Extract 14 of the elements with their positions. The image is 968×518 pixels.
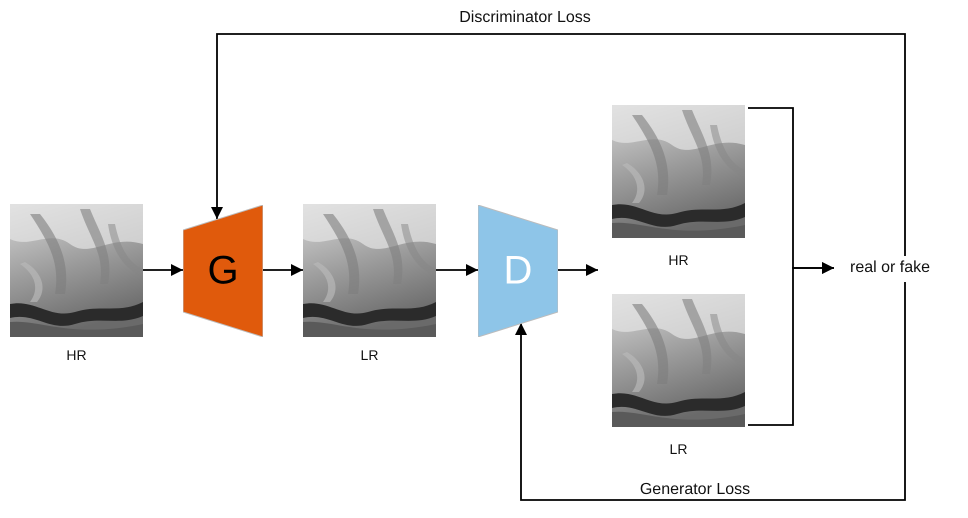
arrow xyxy=(558,264,598,276)
output-text: real or fake xyxy=(850,259,930,277)
network-letter: D xyxy=(504,248,532,294)
arrow xyxy=(748,262,834,426)
arrow xyxy=(436,264,478,276)
image-label: LR xyxy=(670,441,688,457)
arrow xyxy=(143,264,183,276)
image-label: HR xyxy=(66,347,87,363)
image-label: HR xyxy=(668,252,689,268)
arrow xyxy=(515,282,906,501)
arrow xyxy=(263,264,303,276)
network-letter: G xyxy=(207,248,239,294)
image-label: LR xyxy=(360,347,378,363)
arrow xyxy=(211,33,906,256)
